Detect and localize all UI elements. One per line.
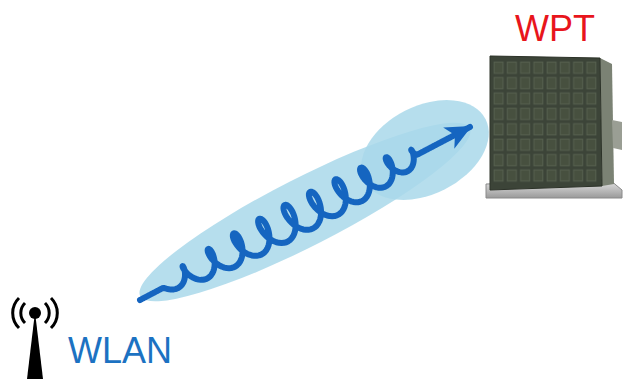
node-label: WLAN [68,333,172,369]
antenna-icon [13,298,58,379]
beam-glow [125,80,506,326]
array-node: WPT [470,5,626,200]
wave-arrow [140,127,470,300]
antenna-node: WLAN [0,300,195,379]
antenna-array-panel [486,56,622,198]
node-label: WPT [515,11,595,47]
